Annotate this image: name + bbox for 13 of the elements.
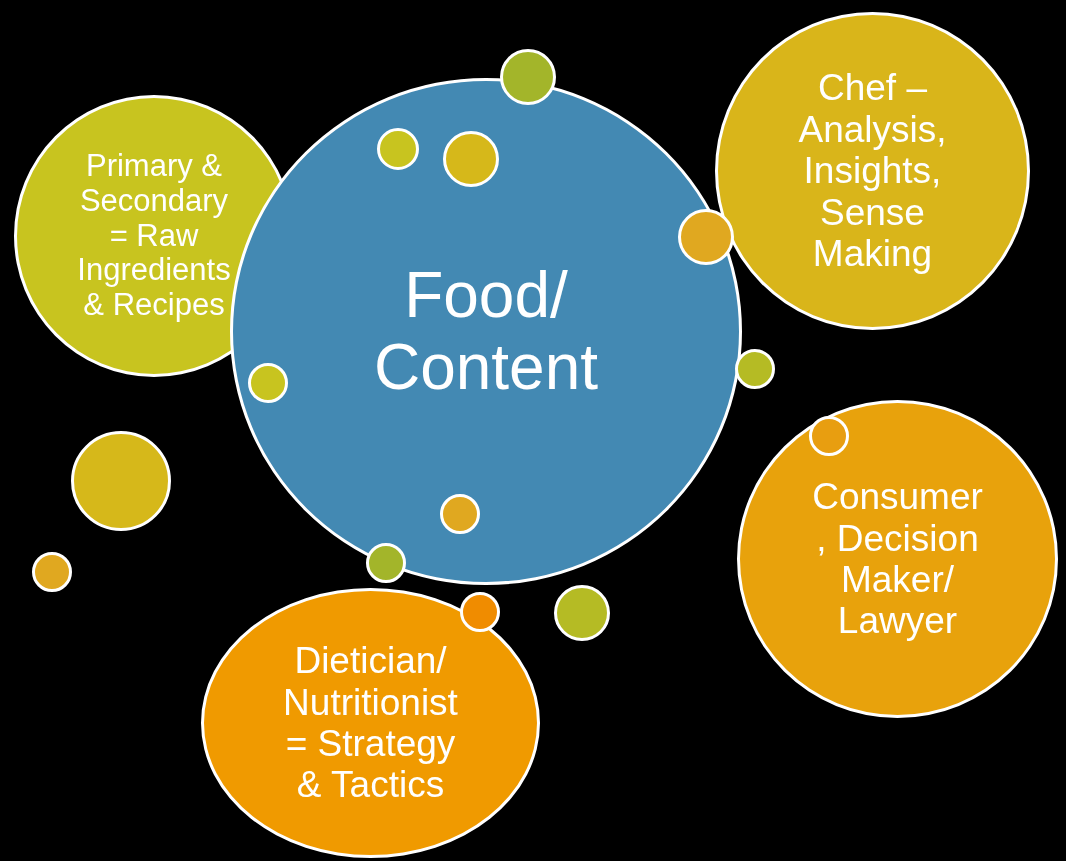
bubble-label: Primary & Secondary = Raw Ingredients & Recipes [76,149,232,323]
bubble [440,494,480,534]
bubble-label: Food/ Content [372,259,600,404]
bubble [554,585,610,641]
bubble [443,131,499,187]
bubble [248,363,288,403]
bubble [32,552,72,592]
bubble [735,349,775,389]
bubble-label: Chef – Analysis, Insights, Sense Making [797,67,948,275]
bubble [500,49,556,105]
bubble-label: Dietician/ Nutritionist = Strategy & Tactics [282,640,459,806]
bubble-label: Consumer , Decision Maker/ Lawyer [811,476,984,642]
bubble [377,128,419,170]
